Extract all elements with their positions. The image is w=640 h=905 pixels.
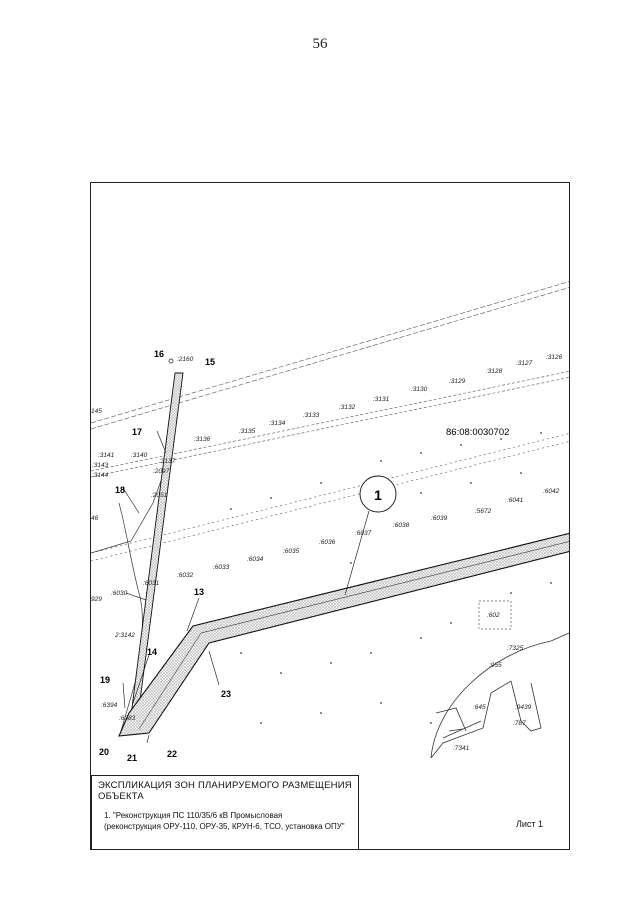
parcel-label: :3144 <box>92 472 109 479</box>
legend-item-line: 1. "Реконструкция ПС 110/35/6 кВ Промысл… <box>104 811 283 820</box>
lower-parcels <box>430 632 569 759</box>
parcel-label: :6383 <box>119 715 136 722</box>
parcel-label: :6041 <box>507 497 524 504</box>
parcel-label: 2:3142 <box>114 632 135 639</box>
main-corridor <box>118 532 569 737</box>
vertex-label: 19 <box>100 675 110 685</box>
legend-item-line: (реконструкция ОРУ-110, ОРУ-35, КРУН-6, … <box>104 822 345 831</box>
parcel-label: :3129 <box>449 378 466 385</box>
parcel-label: :3140 <box>131 452 148 459</box>
legend-box: ЭКСПЛИКАЦИЯ ЗОН ПЛАНИРУЕМОГО РАЗМЕЩЕНИЯ … <box>91 775 359 849</box>
parcel-label: :2051 <box>151 492 168 499</box>
parcel-label: :7341 <box>453 745 470 752</box>
parcel-label: :3143 <box>92 462 109 469</box>
cadastral-block-number: 86:08:0030702 <box>446 427 509 438</box>
parcel-label: :6032 <box>177 572 194 579</box>
zone-1-circle <box>359 475 397 513</box>
legend-title-line: ЭКСПЛИКАЦИЯ ЗОН ПЛАНИРУЕМОГО РАЗМЕЩЕНИЯ <box>98 780 352 791</box>
parcel-label: 145 <box>91 408 102 415</box>
vertex-label: 17 <box>132 427 142 437</box>
parcel-label: :2160 <box>177 356 194 363</box>
sheet-label: Лист 1 <box>516 819 544 829</box>
parcel-label: :6037 <box>355 530 372 537</box>
parcel-label: :955 <box>489 662 502 669</box>
parcel-label: :3141 <box>98 452 115 459</box>
parcel-label: 46 <box>91 515 99 522</box>
parcel-label: :3137 <box>159 458 176 465</box>
vertex-label: 16 <box>154 349 164 359</box>
parcel-label: :6042 <box>543 488 560 495</box>
parcel-label: :3130 <box>411 386 428 393</box>
parcel-label: :9439 <box>515 704 532 711</box>
parcel-label: :3135 <box>239 428 256 435</box>
parcel-label: :3134 <box>269 420 286 427</box>
parcel-label: :6039 <box>431 515 448 522</box>
vertex-16-marker <box>168 358 174 364</box>
vertex-label: 13 <box>194 587 204 597</box>
parcel-label: :3133 <box>303 412 320 419</box>
parcel-label: :6394 <box>101 702 118 709</box>
parcel-label: :645 <box>473 704 486 711</box>
parcel-label: :6034 <box>247 556 264 563</box>
parcel-label: :6038 <box>393 522 410 529</box>
vertex-label: 14 <box>147 647 157 657</box>
parcel-label: :5672 <box>475 508 492 515</box>
zone-1-label: 1 <box>374 487 382 503</box>
parcel-label: :3131 <box>373 396 390 403</box>
parcel-label: 929 <box>91 596 102 603</box>
map-frame: 1 86:08:0030702 16 15 17 18 13 14 19 20 … <box>90 182 570 850</box>
parcel-label: :2097 <box>153 468 170 475</box>
parcel-label: :3132 <box>339 404 356 411</box>
parcel-label: :3136 <box>194 436 211 443</box>
parcel-label: :6031 <box>143 580 160 587</box>
legend-title-line: ОБЪЕКТА <box>98 791 144 802</box>
parcel-label: :7325 <box>507 645 524 652</box>
legend-items: 1. "Реконструкция ПС 110/35/6 кВ Промысл… <box>98 810 352 832</box>
parcel-label: :602 <box>487 612 500 619</box>
page-number: 56 <box>312 36 328 52</box>
vertex-label: 21 <box>127 753 137 763</box>
survey-dots <box>230 432 552 724</box>
vertex-label: 15 <box>205 357 215 367</box>
vertex-label: 18 <box>115 485 125 495</box>
parcel-label: :6033 <box>213 564 230 571</box>
parcel-label: :6030 <box>111 590 128 597</box>
legend-title: ЭКСПЛИКАЦИЯ ЗОН ПЛАНИРУЕМОГО РАЗМЕЩЕНИЯ … <box>98 780 352 802</box>
parcel-label: :3126 <box>546 354 563 361</box>
parcel-label: :3128 <box>486 368 503 375</box>
vertex-label: 23 <box>221 689 231 699</box>
parcel-label: :6036 <box>319 539 336 546</box>
parcel-label: :6035 <box>283 548 300 555</box>
vertex-label: 22 <box>167 749 177 759</box>
parcel-label: :787 <box>513 720 526 727</box>
vertex-label: 20 <box>99 747 109 757</box>
parcel-label: :3127 <box>516 360 533 367</box>
parcel-602-outline <box>478 600 512 630</box>
cadastral-map: 1 86:08:0030702 16 15 17 18 13 14 19 20 … <box>91 281 569 763</box>
